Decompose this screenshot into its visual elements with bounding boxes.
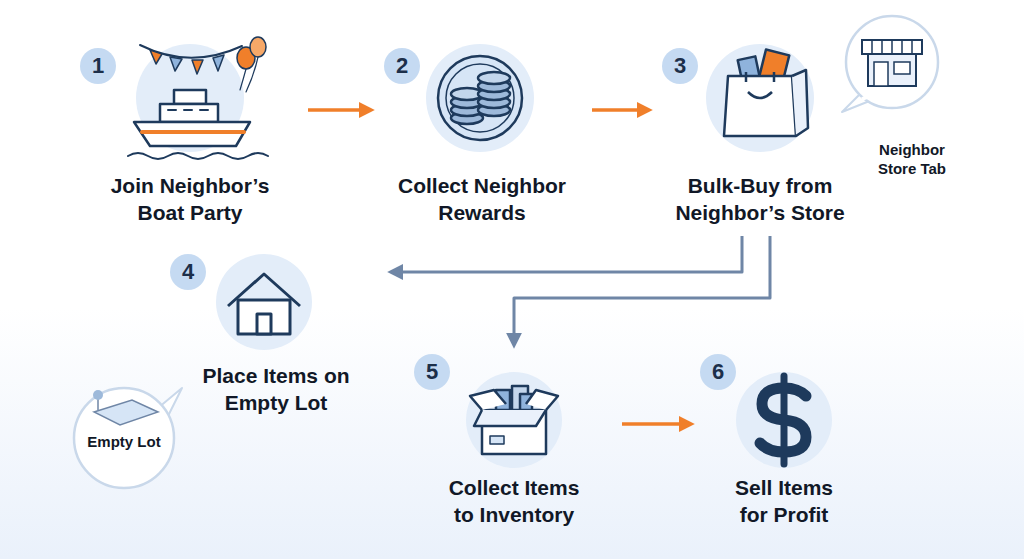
callout-text: Neighbor Store Tab: [864, 140, 960, 178]
step-title: Bulk-Buy from Neighbor’s Store: [660, 172, 860, 226]
step-node: 4Place Items on Empty Lot: [168, 252, 384, 420]
step-number: 5: [414, 354, 450, 390]
step-title: Collect Neighbor Rewards: [382, 172, 582, 226]
flow-arrow: [622, 422, 690, 426]
flow-arrow: [592, 108, 648, 112]
step-number: 3: [662, 48, 698, 84]
box-icon: [466, 372, 562, 468]
step-title: Collect Items to Inventory: [439, 474, 589, 528]
dollar-icon: [736, 372, 832, 468]
house-icon: [216, 254, 312, 350]
step-number: 6: [700, 354, 736, 390]
step-title: Join Neighbor’s Boat Party: [95, 172, 285, 226]
callout-bubble: Neighbor Store Tab: [864, 140, 960, 182]
step-node: 6Sell Items for Profit: [698, 352, 870, 532]
empty-lot-callout: [74, 388, 182, 488]
coins-icon: [426, 44, 534, 152]
step-title: Place Items on Empty Lot: [176, 362, 376, 416]
boat-icon: [128, 37, 268, 159]
callout-text: Empty Lot: [76, 432, 172, 451]
step-node: 3Bulk-Buy from Neighbor’s Store: [656, 46, 864, 230]
flow-arrow: [392, 236, 742, 272]
step-title: Sell Items for Profit: [719, 474, 849, 528]
flow-arrow: [308, 108, 370, 112]
step-node: 1Join Neighbor’s Boat Party: [78, 46, 302, 230]
store-callout: [842, 16, 938, 112]
step-number: 1: [80, 48, 116, 84]
step-node: 2Collect Neighbor Rewards: [378, 46, 586, 230]
step-node: 5Collect Items to Inventory: [412, 352, 616, 532]
step-number: 4: [170, 254, 206, 290]
callout-bubble: Empty Lot: [76, 432, 172, 455]
shopping-bag-icon: [706, 44, 814, 152]
flow-arrow: [514, 236, 770, 344]
step-number: 2: [384, 48, 420, 84]
